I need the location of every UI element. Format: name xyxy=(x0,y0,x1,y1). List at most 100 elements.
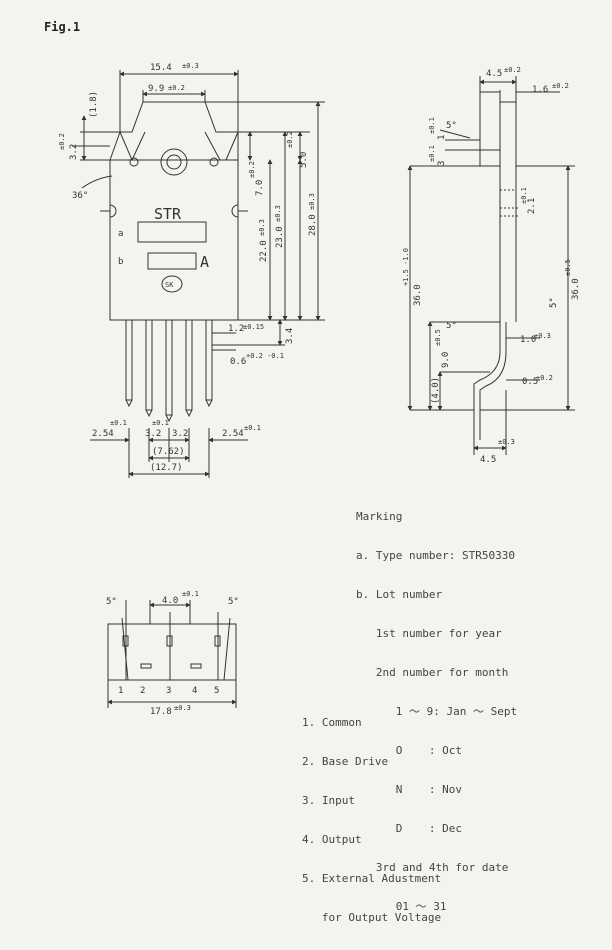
bottom-pin-3: 3 xyxy=(166,686,171,696)
bottom-pitch: 4.0 xyxy=(162,596,178,606)
marking-line: 2nd number for month xyxy=(356,666,509,679)
dim-23-0-tol: ±0.3 xyxy=(274,205,282,222)
dim-side-36-right: 36.0 xyxy=(571,278,581,300)
dim-tab-thickness: 1.6 xyxy=(532,85,548,95)
pin-legend: 1. Common 2. Base Drive 3. Input 4. Outp… xyxy=(302,690,441,950)
dim-side-9-0: 9.0 xyxy=(441,352,451,368)
dim-side-angle-mid: 5° xyxy=(446,321,457,331)
dim-lead-width-tol: ±0.15 xyxy=(243,323,264,331)
dim-pitch-right-tol: ±0.1 xyxy=(244,424,261,432)
marking-line: O : Oct xyxy=(356,744,462,757)
figure-label: Fig.1 xyxy=(44,20,81,34)
bottom-pin-5: 5 xyxy=(214,686,219,696)
outline-drawing: 15.4 ±0.3 9.9 ±0.2 (1.8) 3.2 ±0.2 36° ST… xyxy=(58,62,581,717)
dim-5-0: 5.0 xyxy=(299,152,309,168)
dim-side-0-5: 0.5 xyxy=(522,377,538,387)
dim-side-0-5-tol: ±0.2 xyxy=(536,374,553,382)
dim-side-36-left: 36.0 xyxy=(413,284,423,306)
dim-side-hole: 2.1 xyxy=(527,198,537,214)
side-view xyxy=(407,76,575,455)
dim-lead-thickness-tol: +0.2 -0.1 xyxy=(246,352,284,360)
bottom-pin-1: 1 xyxy=(118,686,123,696)
bottom-body-outline xyxy=(107,623,237,681)
dim-pitch-mid-b: 3.2 xyxy=(172,429,188,439)
pin-legend-item: 3. Input xyxy=(302,794,355,807)
bottom-pitch-tol: ±0.1 xyxy=(182,590,199,598)
dim-side-3-tol: ±0.1 xyxy=(428,145,436,162)
dim-side-bottom-width-tol: ±0.3 xyxy=(498,438,515,446)
dim-side-top-width-tol: ±0.2 xyxy=(504,66,521,74)
dim-pitch-right: 2.54 xyxy=(222,429,244,439)
dim-side-1-0-tol: ±0.3 xyxy=(534,332,551,340)
dim-span-12-7: (12.7) xyxy=(150,463,183,473)
marking-line: 1st number for year xyxy=(356,627,502,640)
field-a-label: a xyxy=(118,229,123,239)
dim-tab-width-tol: ±0.2 xyxy=(168,84,185,92)
dim-pitch-mid-a: 3.2 xyxy=(145,429,161,439)
front-mount-hole xyxy=(160,148,188,176)
dim-side-top-width: 4.5 xyxy=(486,69,502,79)
bottom-width-tol: ±0.3 xyxy=(174,704,191,712)
datasheet-page: Fig.1 xyxy=(44,20,581,924)
front-view xyxy=(72,70,325,478)
pin-legend-item: 5. External Adustment xyxy=(302,872,442,885)
bottom-width: 17.8 xyxy=(150,707,172,717)
marking-notes: Marking a. Type number: STR50330 b. Lot … xyxy=(356,484,517,939)
dim-tab-thickness-tol: ±0.2 xyxy=(552,82,569,90)
front-leads xyxy=(125,319,213,423)
dim-side-1-0: 1.0 xyxy=(520,335,536,345)
dim-side-angle-top: 5° xyxy=(446,121,457,131)
dim-angle: 36° xyxy=(72,191,88,201)
bottom-angle-right: 5° xyxy=(228,597,239,607)
dim-lead-thickness: 0.6 xyxy=(230,357,246,367)
body-marking-str: STR xyxy=(154,205,182,223)
dim-side-hole-tol: ±0.1 xyxy=(520,187,528,204)
dim-22-0-tol: ±0.3 xyxy=(258,219,266,236)
front-tab-outline xyxy=(120,101,238,133)
pin-legend-item: 4. Output xyxy=(302,833,362,846)
dim-tab-width: 9.9 xyxy=(148,84,164,94)
marking-line: 1 ～ 9: Jan ～ Sept xyxy=(356,705,518,718)
dim-pitch-mid-tol: ±0.1 xyxy=(152,419,169,427)
dim-top-b: 3.2 xyxy=(69,144,79,160)
dim-side-9-0-tol: ±0.5 xyxy=(434,329,442,346)
pin-legend-item: 1. Common xyxy=(302,716,362,729)
bottom-angle-left: 5° xyxy=(106,597,117,607)
dim-7-0-tol: ±0.2 xyxy=(248,161,256,178)
logo-text: SK xyxy=(165,281,174,289)
dim-side-1: 1 xyxy=(437,135,447,140)
field-b-suffix: A xyxy=(200,253,209,271)
dim-side-1-tol: ±0.1 xyxy=(428,117,436,134)
dim-23-0: 23.0 xyxy=(275,226,285,248)
dim-standoff: 3.4 xyxy=(285,328,295,344)
dim-lead-width: 1.2 xyxy=(228,324,244,334)
dim-side-3: 3 xyxy=(437,161,447,166)
dim-22-0: 22.0 xyxy=(259,240,269,262)
dim-top-b-tol: ±0.2 xyxy=(58,133,66,150)
dim-5-0-tol: ±0.2 xyxy=(286,131,294,148)
pin-legend-item: 2. Base Drive xyxy=(302,755,389,768)
bottom-pin-2: 2 xyxy=(140,686,145,696)
dim-overall-width: 15.4 xyxy=(150,63,172,73)
dim-side-angle-mid-b: 5° xyxy=(549,297,559,308)
dim-side-36-right-tol: ±0.5 xyxy=(564,259,572,276)
dim-overall-width-tol: ±0.3 xyxy=(182,62,199,70)
logo-mark xyxy=(161,275,183,293)
dim-side-36-left-tol: +1.5 -1.0 xyxy=(402,248,410,286)
marking-title: Marking xyxy=(356,510,403,523)
bottom-pin-4: 4 xyxy=(192,686,197,696)
pin-legend-item: for Output Voltage xyxy=(302,911,442,924)
field-b-box xyxy=(147,252,197,270)
dim-pitch-left: 2.54 xyxy=(92,429,114,439)
dim-pitch-left-tol: ±0.1 xyxy=(110,419,127,427)
dim-top-a: (1.8) xyxy=(89,91,99,118)
dim-side-bottom-width: 4.5 xyxy=(480,455,496,465)
dim-28-0-tol: ±0.3 xyxy=(308,193,316,210)
marking-line: a. Type number: STR50330 xyxy=(356,549,515,562)
dim-28-0: 28.0 xyxy=(308,214,318,236)
dim-span-7-62: (7.62) xyxy=(152,447,185,457)
side-lead xyxy=(473,322,501,440)
front-body-outline xyxy=(109,159,239,321)
bottom-view xyxy=(107,600,237,708)
field-b-label: b xyxy=(118,257,123,267)
